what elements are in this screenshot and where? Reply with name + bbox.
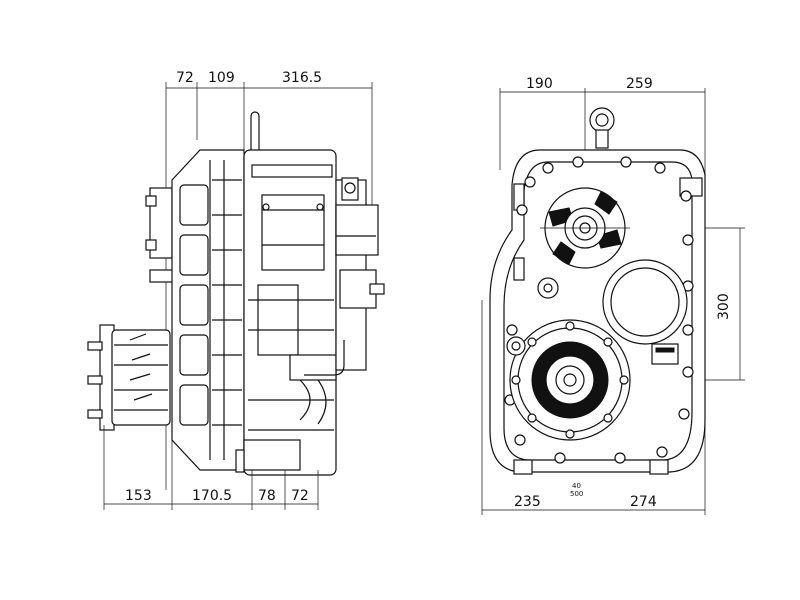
front-small-label: 40 500 [570,482,583,498]
side-dim-78: 78 [258,488,276,504]
front-side-fitting [506,336,679,365]
front-dim-235: 235 [514,494,541,510]
side-view: 72 109 316.5 [87,70,385,510]
side-lifting-eye [250,111,260,155]
side-output-flange [304,177,385,376]
side-dim-109: 109 [208,70,235,86]
side-bell-housing [171,149,245,471]
side-dim-72-bottom: 72 [291,488,309,504]
front-idler-gear [537,259,688,345]
front-dim-190: 190 [526,76,553,92]
front-upper-shaft [540,187,630,269]
front-view: 190 259 300 [481,76,745,515]
side-dim-170-5: 170.5 [192,488,232,504]
side-upper-flange [145,187,181,283]
front-small-label-40: 40 [572,482,581,490]
front-lifting-eye [589,107,615,149]
front-bottom-dimension-lines [481,300,706,515]
side-bottom-dimension-lines [103,425,319,510]
side-dim-153: 153 [125,488,152,504]
side-input-flange [87,324,171,431]
front-small-label-500: 500 [570,490,583,498]
front-dim-274: 274 [630,494,657,510]
front-perimeter-bolts [504,156,694,464]
front-dim-259: 259 [626,76,653,92]
side-main-case [235,149,337,476]
side-dim-72-top: 72 [176,70,194,86]
side-dim-316-5: 316.5 [282,70,322,86]
front-lower-gear [509,319,631,441]
front-dim-300: 300 [716,293,732,320]
